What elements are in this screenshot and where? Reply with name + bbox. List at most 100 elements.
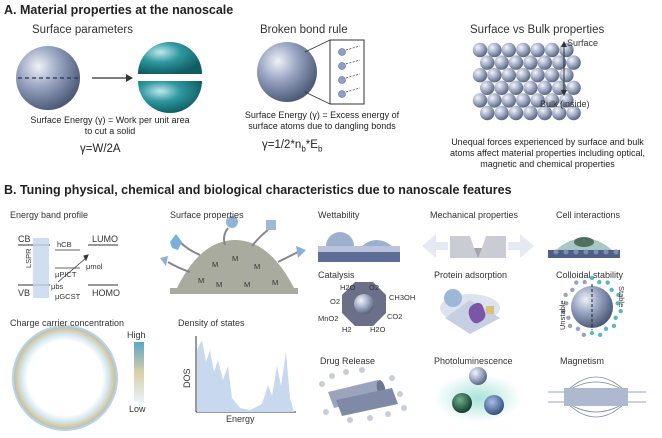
lattice-atom [537, 80, 552, 96]
lattice-atom [516, 68, 531, 83]
surface-parameters-heading: Surface parameters [32, 24, 133, 36]
colloid-ion [589, 275, 595, 281]
dos-xlabel: Energy [226, 414, 255, 424]
charge-heading: Charge carrier concentration [10, 318, 125, 328]
m-label: M [232, 254, 239, 263]
surface-ligand-nanoparticle [160, 216, 306, 294]
lattice-atom [530, 42, 545, 58]
lattice-atom [480, 105, 495, 121]
homo-label: HOMO [92, 288, 120, 298]
broken-bond-caption: Surface Energy (γ) = Excess energy of su… [244, 110, 400, 131]
protein-icon [440, 289, 500, 334]
broken-bond-equation: γ=1/2*nb*Eb [262, 139, 323, 154]
lattice-atom [508, 105, 524, 121]
hcb-label: hCB [57, 240, 72, 249]
wettability-icon [318, 232, 400, 262]
colloid-ion [563, 292, 568, 298]
dos-ylabel: DOS [182, 368, 192, 388]
sphere-cut [138, 42, 202, 113]
colloid-ion [561, 308, 566, 314]
lattice-atom [523, 55, 538, 70]
arrowhead-icon [126, 74, 133, 82]
lattice-atom [472, 68, 488, 83]
molecule-label: CH3OH [389, 293, 416, 302]
lattice-atom [559, 68, 574, 83]
lattice-atom [559, 93, 574, 108]
m-label: M [216, 280, 223, 289]
section-a-title: A. Material properties at the nanoscale [4, 3, 234, 17]
molecule-label: O2 [330, 297, 341, 306]
catalysis-heading: Catalysis [318, 270, 355, 280]
drug-release-icon [319, 367, 407, 423]
surface-bulk-heading: Surface vs Bulk properties [470, 24, 605, 36]
lattice-atom [494, 55, 509, 70]
lattice-atom [530, 68, 545, 83]
dos-heading: Density of states [178, 318, 245, 328]
lattice-atom [516, 93, 531, 108]
carrier-ring [13, 326, 117, 430]
colloid-ion [613, 315, 618, 321]
drug-release-heading: Drug Release [320, 356, 376, 366]
lattice-atom [552, 55, 567, 70]
qd-blue [484, 395, 504, 415]
broken-bond-heading: Broken bond rule [260, 24, 348, 36]
cell-heading: Cell interactions [556, 210, 621, 220]
lattice-atom [566, 55, 581, 70]
section-b-title: B. Tuning physical, chemical and biologi… [4, 183, 512, 197]
colloid-ion [575, 326, 581, 332]
colloid-ion [616, 292, 621, 298]
m-label: M [254, 262, 261, 271]
lattice-atom [523, 105, 538, 121]
catalyst-core [354, 294, 374, 314]
colloid-ion [603, 326, 609, 332]
sphere-broken-bond [257, 42, 317, 102]
ugcst-label: μGCST [55, 292, 81, 301]
lspr-band [33, 238, 49, 298]
lattice-atom [508, 80, 524, 96]
lattice-atom [501, 42, 516, 58]
bulk-label: Bulk (inside) [540, 99, 590, 109]
zoom-box [329, 39, 365, 105]
molecule-label: H2O [340, 283, 356, 292]
lattice-atom [544, 68, 560, 83]
surface-properties-heading: Surface properties [170, 210, 244, 220]
surface-label: Surface [567, 38, 599, 48]
low-label: Low [129, 404, 146, 414]
colloid-ion [605, 280, 610, 285]
molecule-label: H2 [342, 325, 352, 334]
lattice-atom [487, 68, 502, 83]
dos-plot [195, 336, 296, 413]
lattice-atom [544, 93, 560, 108]
colloid-ion [581, 332, 587, 338]
molecule-label: MnO2 [318, 314, 339, 323]
lattice-atom [544, 42, 560, 58]
qd-top [469, 367, 487, 385]
cb-label: CB [18, 234, 31, 244]
lattice-atom [480, 55, 495, 70]
m-label: M [244, 280, 251, 289]
lattice-atom [530, 93, 545, 108]
lattice-atom [552, 105, 567, 121]
lattice-atom [494, 80, 509, 96]
unstable-label: Unstable [558, 300, 567, 330]
colloid-ion [567, 323, 573, 329]
colloid-ion [611, 323, 617, 329]
surface-bulk-caption: Unequal forces experienced by surface an… [450, 137, 645, 169]
mechanical-heading: Mechanical properties [430, 210, 519, 220]
molecule-label: H2O [370, 325, 386, 334]
lspr-label: LSPR [24, 248, 33, 268]
lattice-atom [480, 80, 495, 96]
concentration-scale-bar [134, 342, 144, 402]
molecule-label: CO2 [387, 312, 403, 321]
lattice-atom [494, 105, 509, 121]
magnetism-heading: Magnetism [560, 356, 605, 366]
high-label: High [127, 330, 146, 340]
colloid-ion [615, 301, 620, 306]
cell-icon [548, 237, 620, 258]
upict-label: μPICT [55, 270, 77, 279]
lattice-atom [487, 93, 502, 108]
lattice-atom [472, 93, 488, 108]
colloid-ion [566, 315, 571, 321]
